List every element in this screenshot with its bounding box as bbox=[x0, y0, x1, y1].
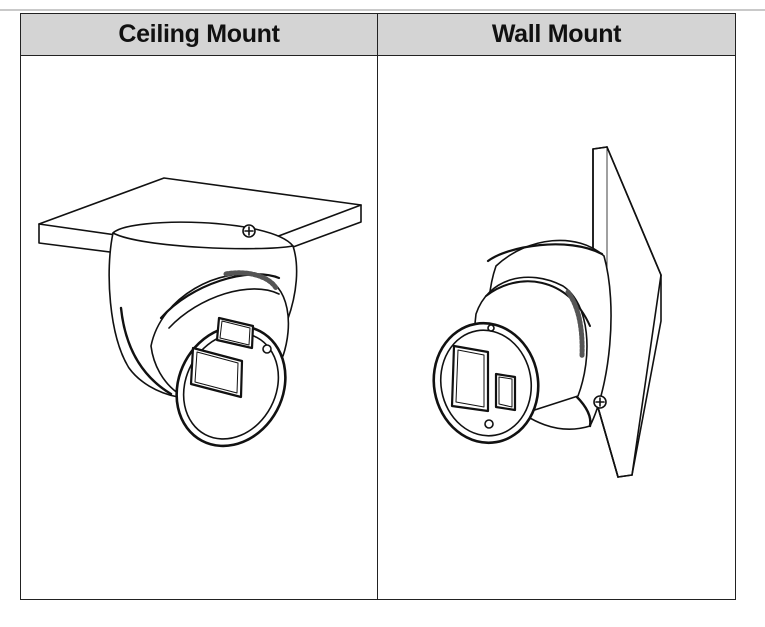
lens-window-small bbox=[494, 372, 517, 412]
dome-camera-wall-icon bbox=[432, 146, 662, 478]
lens-window-small bbox=[215, 316, 255, 350]
wall-mount-cell bbox=[378, 56, 735, 599]
mount-type-table: Ceiling Mount Wall Mount bbox=[20, 13, 736, 600]
top-divider bbox=[0, 9, 765, 11]
ceiling-mount-header: Ceiling Mount bbox=[21, 14, 378, 56]
lens-screw-icon bbox=[484, 419, 494, 429]
dome-camera-ceiling-icon bbox=[38, 177, 362, 448]
lens-window-large bbox=[450, 344, 490, 413]
ceiling-mount-cell bbox=[21, 56, 378, 599]
lens-screw-icon bbox=[262, 344, 272, 354]
wall-mount-header: Wall Mount bbox=[378, 14, 735, 56]
